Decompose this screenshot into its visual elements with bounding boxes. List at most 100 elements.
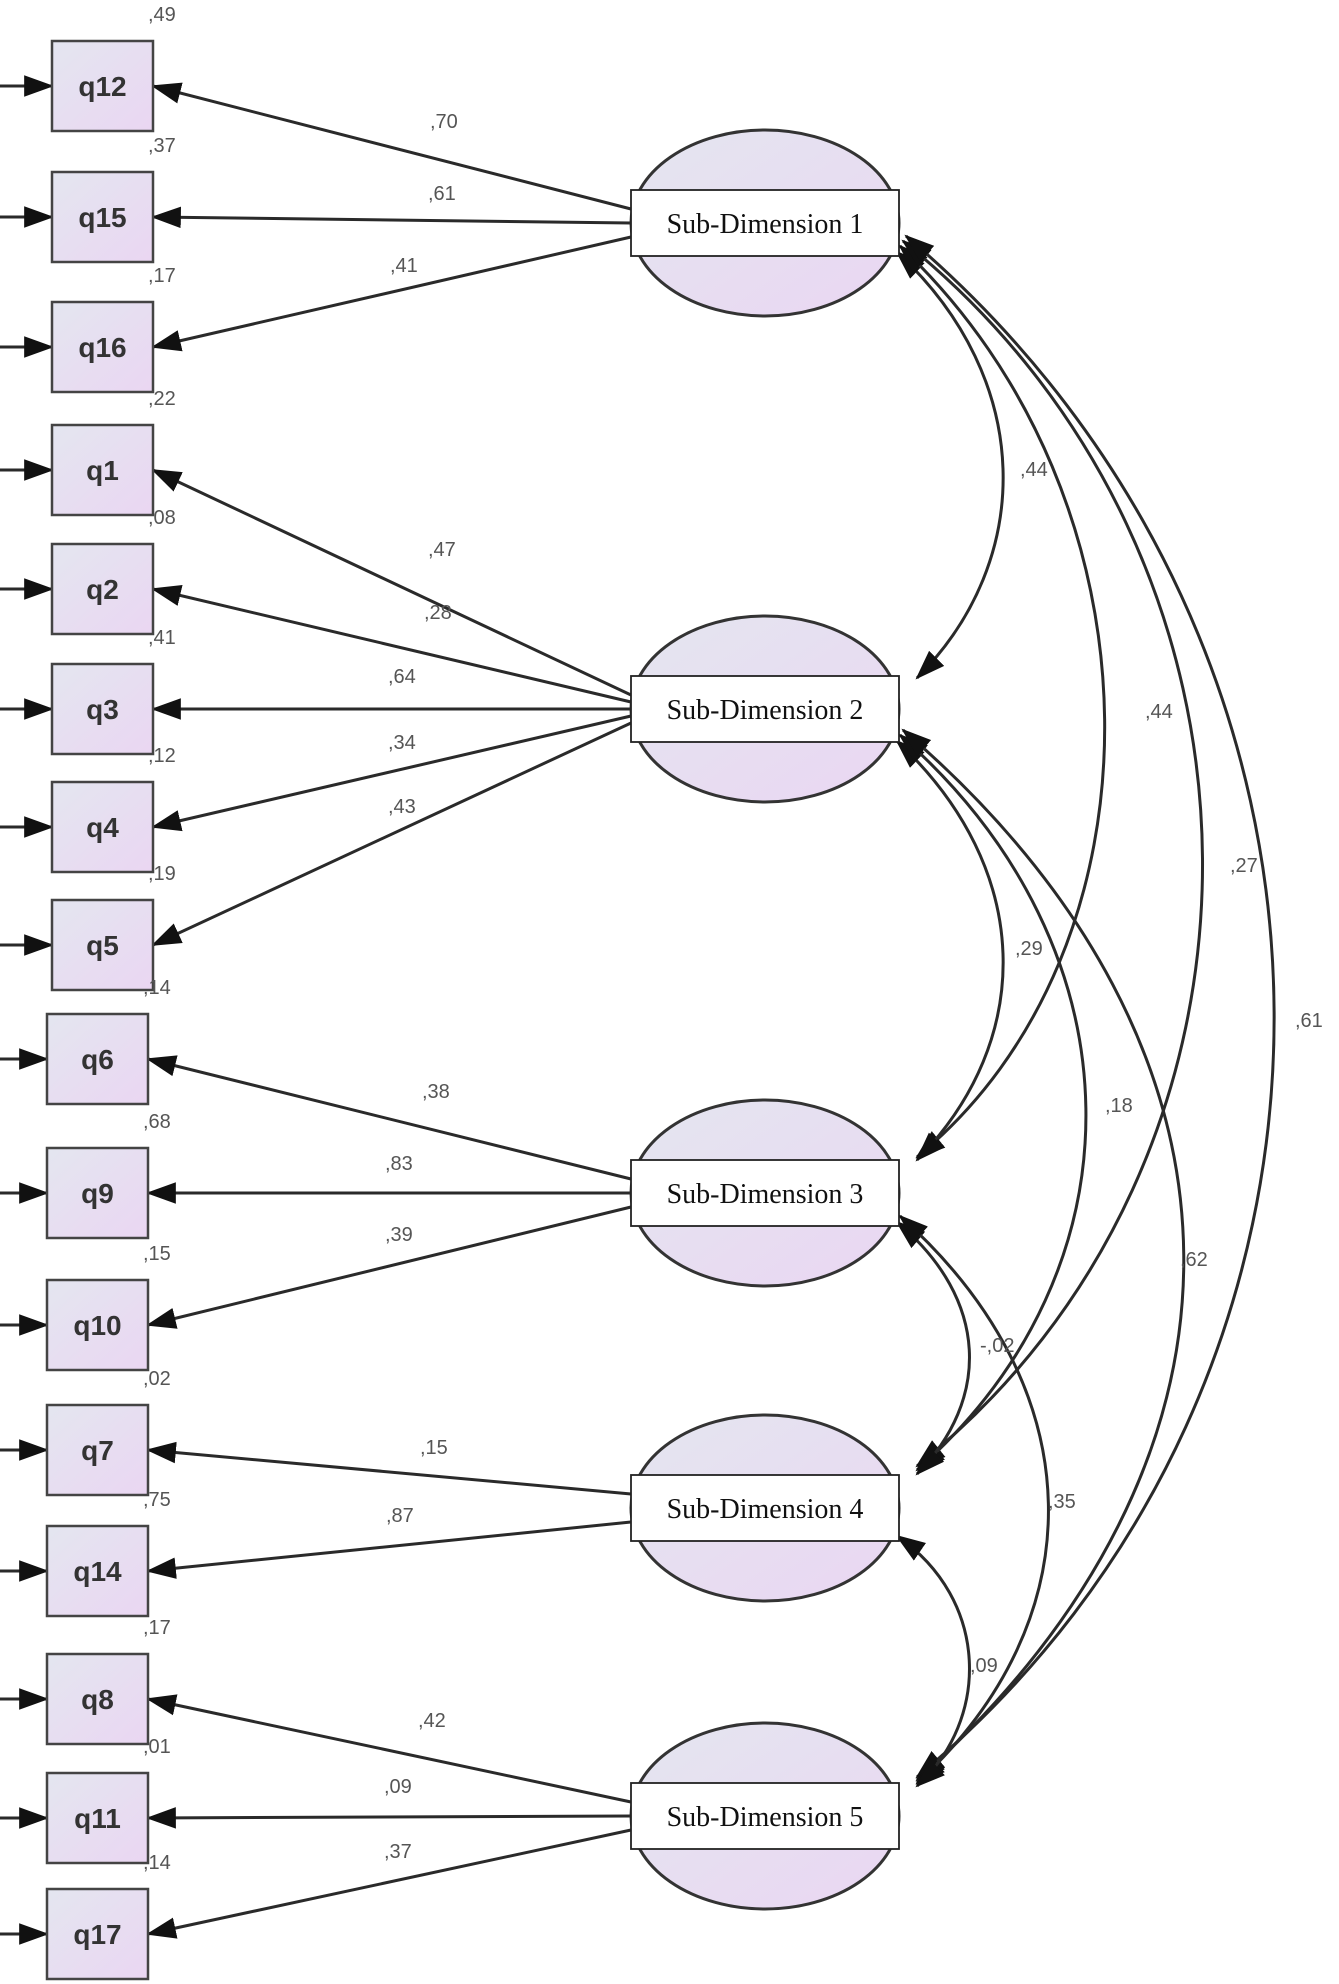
indicator-label: q16 [78,332,126,363]
loading-value: ,37 [384,1841,412,1863]
covariance-value-d4-d5: ,09 [970,1655,998,1677]
latent-label-box [630,1782,900,1850]
loading-value: ,38 [422,1081,450,1103]
loading-value: ,61 [428,183,456,205]
covariance-arrow-d3-d5 [898,1214,1050,1785]
indicator-label: q7 [81,1435,114,1466]
covariance-value-d3-d5: ,35 [1048,1491,1076,1513]
indicator-label: q5 [86,930,119,961]
indicator-label: q15 [78,202,126,233]
indicator-box [45,1887,150,1981]
indicator-label: q1 [86,455,119,486]
loading-layer [0,75,632,1945]
latent-label: Sub-Dimension 5 [667,1802,864,1833]
loading-value: ,42 [418,1710,446,1732]
indicator-box [45,1012,150,1106]
latent-label-box [630,189,900,257]
loading-arrow [150,82,632,211]
indicator-box [45,1146,150,1240]
covariance-arrow-d3-d4 [895,1220,971,1476]
indicator-r2: ,17 [143,1617,171,1639]
covariance-value-d2-d5: ,62 [1180,1249,1208,1271]
covariance-value-d1-d4: ,27 [1230,855,1258,877]
loading-value: ,41 [390,255,418,277]
label-layer: ,44,44,27,61,29,18,62-,02,35,09q12,49,70… [73,4,1322,1950]
indicator-box [50,39,155,133]
indicator-r2: ,37 [148,135,176,157]
covariance-arrow-d1-d3 [898,244,1107,1159]
indicator-r2: ,14 [143,1852,171,1874]
indicator-label: q2 [86,574,119,605]
indicator-box [45,1278,150,1372]
indicator-box [45,1652,150,1746]
indicator-r2: ,01 [143,1736,171,1758]
loading-arrow [151,721,632,947]
covariance-layer [895,234,1276,1788]
indicator-label: q14 [73,1556,122,1587]
loading-value: ,47 [428,539,456,561]
indicator-box [45,1524,150,1618]
indicator-label: q9 [81,1178,114,1209]
latent-label: Sub-Dimension 1 [667,209,864,240]
loading-arrow [145,1807,632,1829]
loading-arrow [145,1441,632,1496]
indicator-r2: ,19 [148,863,176,885]
node-layer [45,39,901,1981]
covariance-value-d3-d4: -,02 [980,1335,1014,1357]
loading-arrow [145,1055,632,1181]
indicator-r2: ,22 [148,388,176,410]
indicator-box [50,423,155,517]
indicator-label: q6 [81,1044,114,1075]
loading-value: ,09 [384,1776,412,1798]
loading-value: ,43 [388,796,416,818]
covariance-arrow-d2-d4 [898,733,1088,1472]
loading-arrow [150,584,632,704]
loading-arrow [145,1205,632,1329]
loading-arrow [145,1694,632,1804]
indicator-box [50,170,155,264]
covariance-value-d2-d3: ,29 [1015,938,1043,960]
indicator-r2: ,49 [148,4,176,26]
covariance-value-d1-d3: ,44 [1145,701,1173,723]
covariance-arrow-d2-d5 [901,728,1186,1782]
loading-value: ,87 [386,1505,414,1527]
indicator-label: q12 [78,71,126,102]
loading-arrow [151,468,632,697]
covariance-arrow-d1-d2 [895,250,1005,680]
indicator-r2: ,14 [143,977,171,999]
indicator-r2: ,68 [143,1111,171,1133]
indicator-label: q8 [81,1684,114,1715]
indicator-box [45,1403,150,1497]
loading-arrow [150,206,632,229]
covariance-arrow-d1-d5 [904,234,1276,1779]
indicator-r2: ,75 [143,1489,171,1511]
covariance-value-d1-d2: ,44 [1020,459,1048,481]
indicator-r2: ,15 [143,1243,171,1265]
indicator-r2: ,41 [148,627,176,649]
covariance-arrow-d4-d5 [895,1534,971,1788]
indicator-box [50,898,155,992]
covariance-value-d1-d5: ,61 [1295,1010,1323,1032]
loading-value: ,34 [388,732,416,754]
latent-label: Sub-Dimension 4 [667,1494,864,1525]
latent-label-box [630,1474,900,1542]
covariance-arrow-d2-d3 [895,739,1005,1162]
latent-label-box [630,675,900,743]
indicator-r2: ,17 [148,265,176,287]
loading-value: ,28 [424,602,452,624]
loading-value: ,83 [385,1153,413,1175]
indicator-box [50,662,155,756]
indicator-label: q10 [73,1310,121,1341]
indicator-r2: ,12 [148,745,176,767]
loading-arrow [150,235,632,352]
loading-value: ,64 [388,666,416,688]
latent-label: Sub-Dimension 2 [667,695,864,726]
indicator-box [45,1771,150,1865]
covariance-arrow-d1-d4 [901,239,1204,1468]
indicator-r2: ,08 [148,507,176,529]
loading-arrow [150,714,632,832]
loading-arrow [145,1828,632,1939]
indicator-box [50,300,155,394]
indicator-r2: ,02 [143,1368,171,1390]
